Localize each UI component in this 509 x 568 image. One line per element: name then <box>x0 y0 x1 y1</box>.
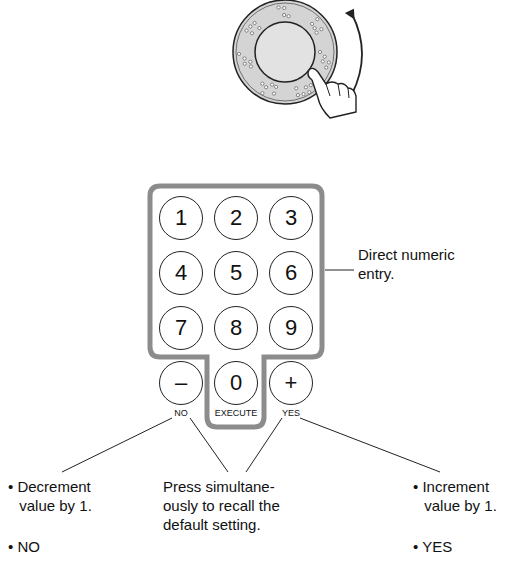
key-symbol: 8 <box>230 317 242 339</box>
key-symbol: 9 <box>285 317 297 339</box>
key-symbol: 4 <box>175 262 187 284</box>
key-button: +YES <box>269 361 313 405</box>
key-caption: EXECUTE <box>215 409 258 418</box>
function-note: Press simultane- ously to recall the def… <box>163 478 303 534</box>
leader-line <box>190 418 228 472</box>
leader-line <box>62 418 172 472</box>
arrow-head <box>345 9 358 22</box>
key-button: 0EXECUTE <box>214 361 258 405</box>
key-symbol: 6 <box>285 262 297 284</box>
key-symbol: 3 <box>285 207 297 229</box>
finger-lines <box>326 84 349 98</box>
callout-text: Direct numeric entry. <box>358 246 468 284</box>
key-symbol: 0 <box>230 372 242 394</box>
key-symbol: + <box>285 372 298 394</box>
key-button: 4 <box>159 251 203 295</box>
key-button: 2 <box>214 196 258 240</box>
key-symbol: 1 <box>175 207 187 229</box>
key-button: 6 <box>269 251 313 295</box>
leader-line <box>300 418 440 472</box>
key-symbol: – <box>175 372 187 394</box>
key-caption: NO <box>174 409 188 418</box>
key-button: 1 <box>159 196 203 240</box>
rotation-arrow <box>352 14 362 94</box>
key-button: 8 <box>214 306 258 350</box>
function-note: • YES <box>413 538 509 557</box>
key-button: –NO <box>159 361 203 405</box>
key-symbol: 7 <box>175 317 187 339</box>
key-button: 3 <box>269 196 313 240</box>
key-button: 9 <box>269 306 313 350</box>
key-button: 5 <box>214 251 258 295</box>
leader-line <box>325 270 354 271</box>
function-note: • NO <box>8 538 119 557</box>
key-symbol: 2 <box>230 207 242 229</box>
function-note: • Decrement value by 1. <box>8 478 119 516</box>
function-note: • Increment value by 1. <box>413 478 509 516</box>
key-symbol: 5 <box>230 262 242 284</box>
key-caption: YES <box>282 409 300 418</box>
key-button: 7 <box>159 306 203 350</box>
pointing-hand <box>308 68 356 118</box>
numeric-group-outline <box>150 186 322 427</box>
leader-line <box>246 418 282 472</box>
